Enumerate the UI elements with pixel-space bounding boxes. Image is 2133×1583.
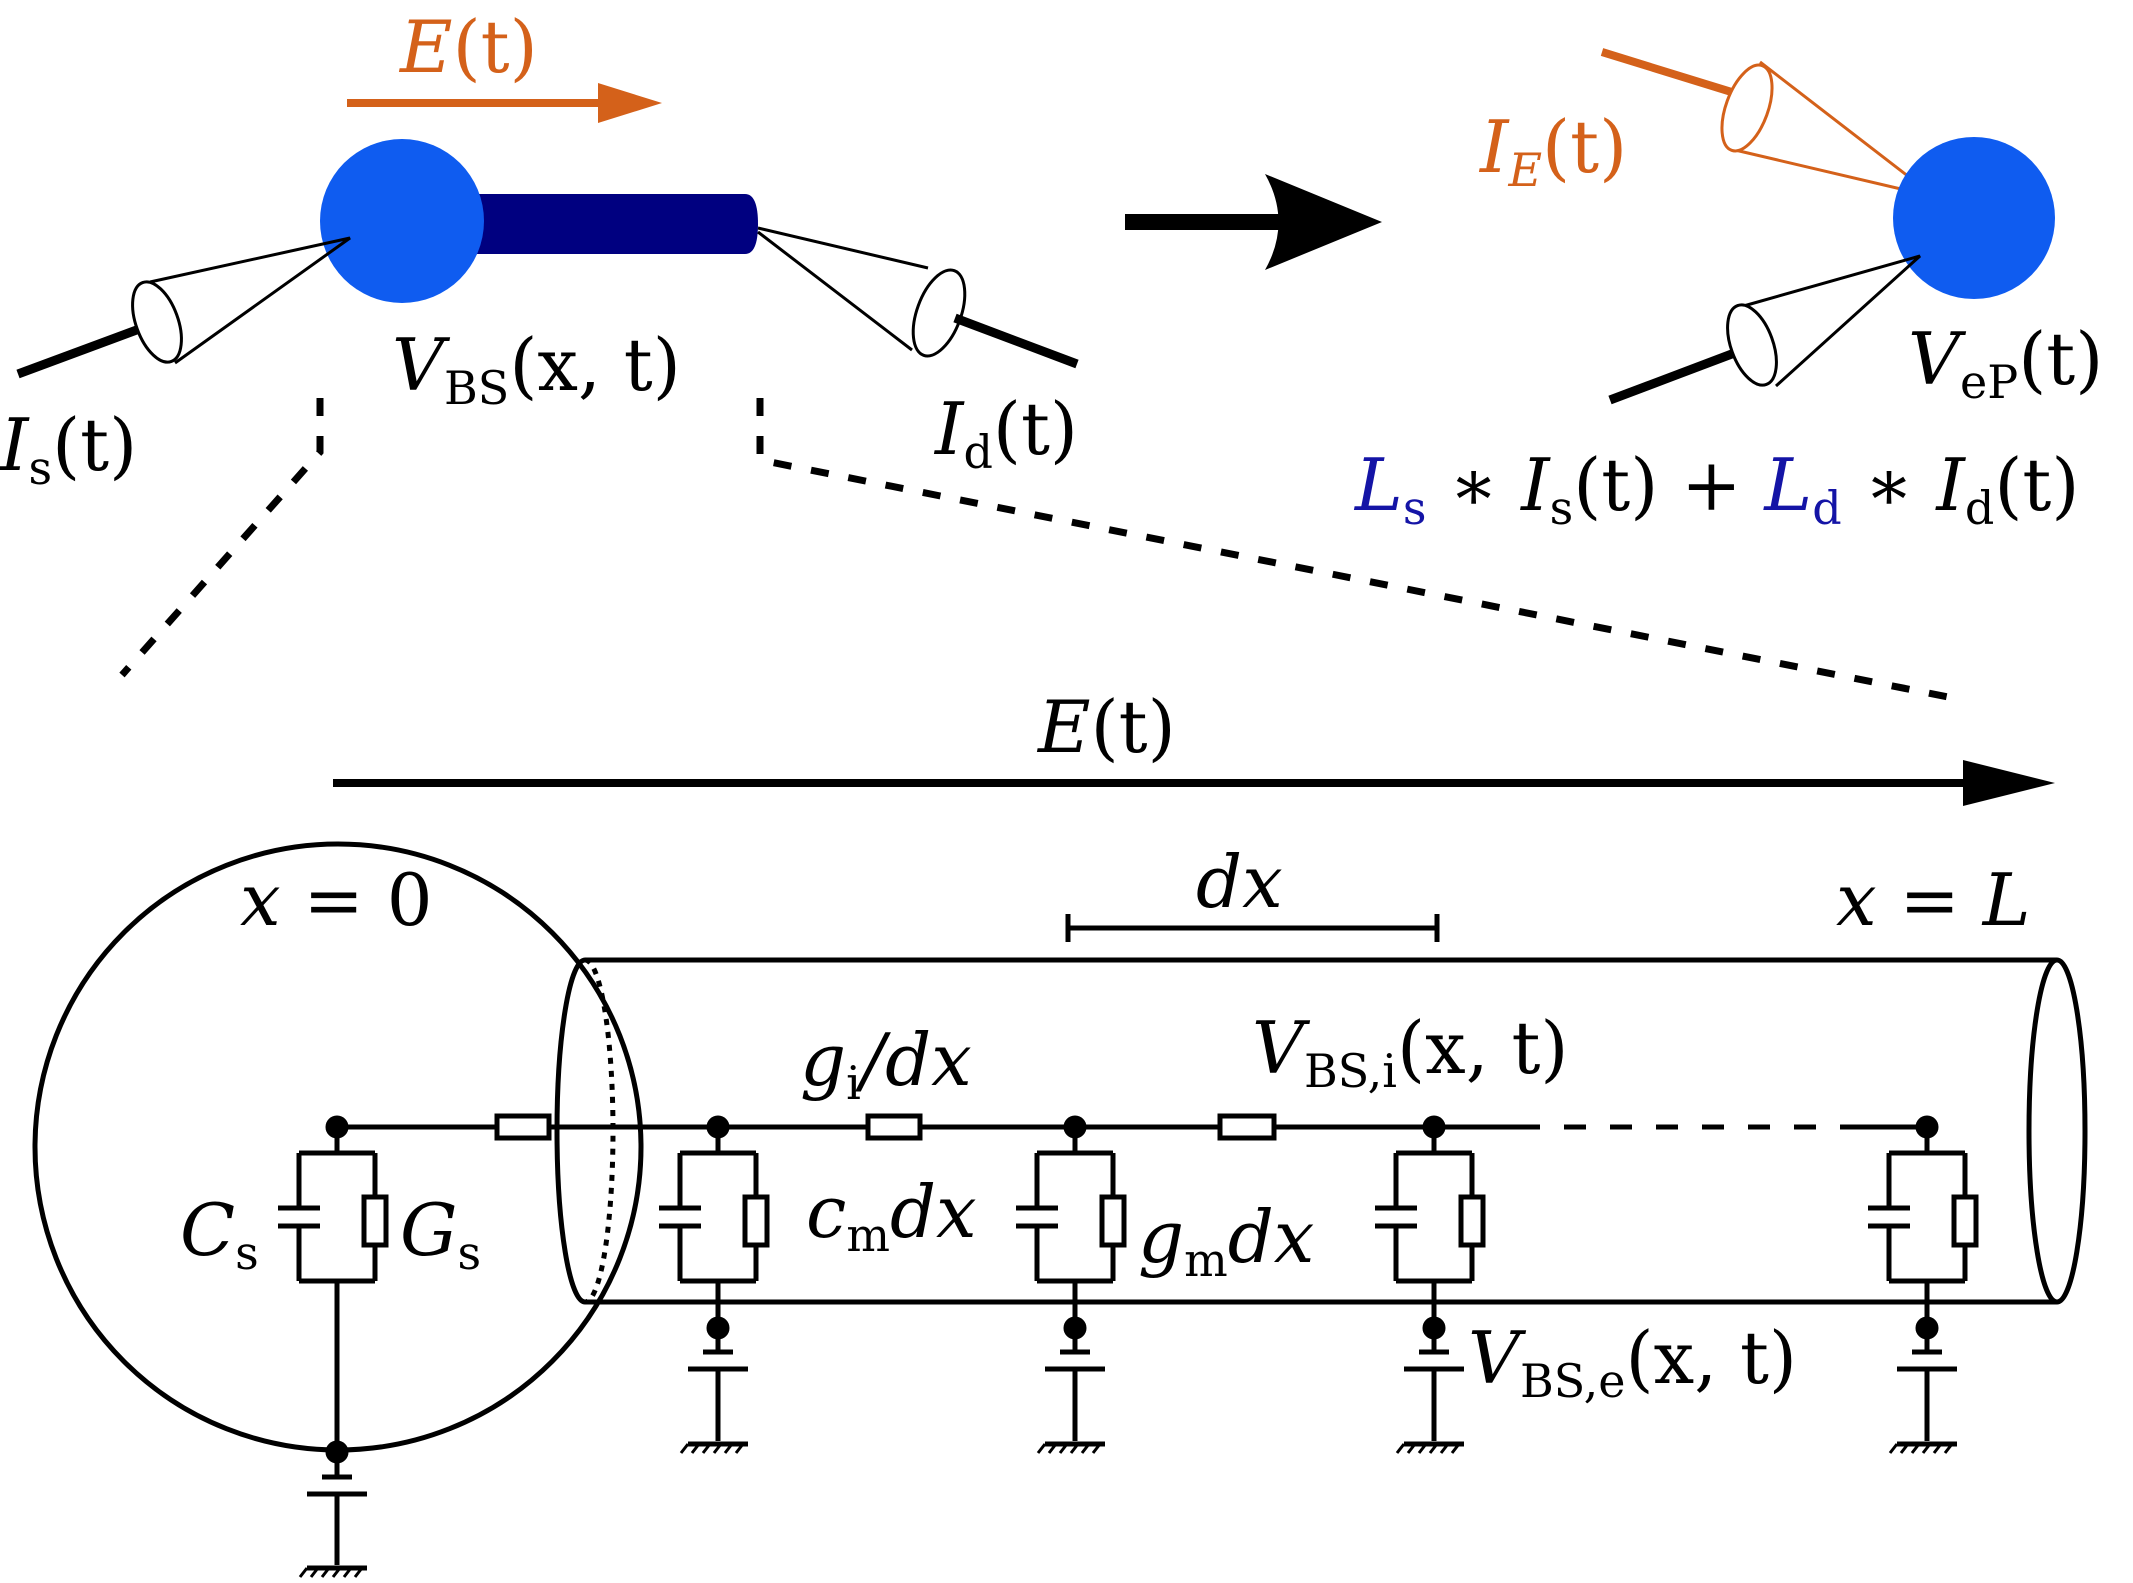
dendrite-cable <box>465 194 758 254</box>
soma-electrode <box>16 236 351 379</box>
dendrite-cylinder <box>554 957 2088 1305</box>
field-arrow-bottom <box>333 760 2055 806</box>
membrane-element <box>1868 1115 1979 1454</box>
soma-rc-element <box>278 1115 389 1578</box>
dendrite-current-label: Id(t) <box>933 387 1078 479</box>
point-soma <box>1893 137 2055 299</box>
segment-label: dx <box>1196 840 1283 924</box>
axial-resistor <box>494 1113 552 1141</box>
axial-conductance-label: gi/dx <box>800 1018 972 1110</box>
point-electrode <box>1608 254 1922 405</box>
field-arrow-top <box>347 83 662 123</box>
cable-circuit: E(t) dx x = 0 x = L <box>32 685 2088 1578</box>
field-label-top: E(t) <box>398 5 538 89</box>
zoom-lines <box>119 398 1949 701</box>
segment-bracket <box>1065 914 1440 942</box>
field-current-label: IE(t) <box>1478 105 1627 197</box>
x-end-label: x = L <box>1836 858 2031 942</box>
soma-conductance-label: Gs <box>400 1188 481 1280</box>
point-neuron: IE(t) VeP(t) Ls ∗ Is(t) + Ld ∗ Id(t) <box>1353 48 2103 535</box>
membrane-capacitance-label: cmdx <box>806 1170 977 1262</box>
equivalent-current-equation: Ls ∗ Is(t) + Ld ∗ Id(t) <box>1353 443 2079 535</box>
soma-current-label: Is(t) <box>0 403 137 495</box>
internal-voltage-label: VBS,i(x, t) <box>1252 1006 1569 1098</box>
membrane-element <box>1375 1115 1486 1454</box>
axial-resistor <box>865 1113 923 1141</box>
axial-resistor <box>1217 1113 1277 1141</box>
x-start-label: x = 0 <box>240 858 433 942</box>
soma <box>320 139 484 303</box>
membrane-conductance-label: gmdx <box>1138 1195 1314 1287</box>
reduction-arrow <box>1125 174 1382 270</box>
field-label-bottom: E(t) <box>1036 685 1176 769</box>
dendrite-electrode <box>757 226 1079 369</box>
membrane-element <box>659 1115 770 1454</box>
membrane-element <box>1016 1115 1127 1454</box>
ball-stick-neuron: E(t) VBS(x, t) Is(t) Id(t) <box>0 5 1079 495</box>
point-voltage-label: VeP(t) <box>1908 317 2103 409</box>
external-voltage-label: VBS,e(x, t) <box>1468 1316 1797 1408</box>
field-current-electrode <box>1600 48 1936 199</box>
soma-capacitance-label: Cs <box>180 1188 259 1280</box>
soma-voltage-label: VBS(x, t) <box>392 323 681 415</box>
